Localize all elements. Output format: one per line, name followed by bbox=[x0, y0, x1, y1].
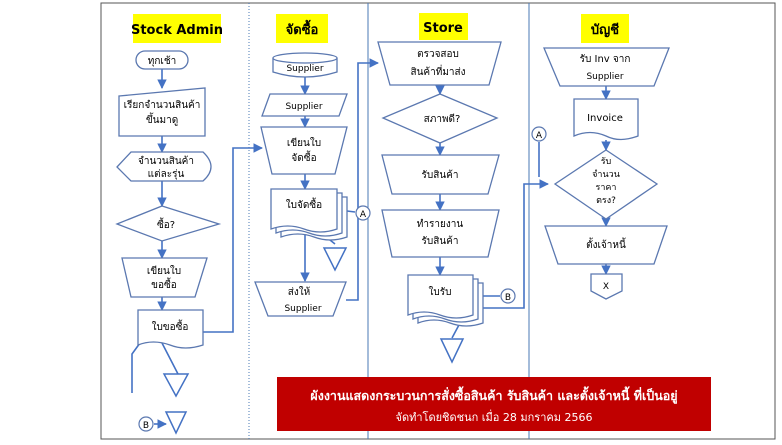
svg-text:Invoice: Invoice bbox=[587, 113, 623, 124]
decision-good-condition: สภาพดี? bbox=[381, 93, 499, 144]
connector-b-offpage: B bbox=[500, 288, 516, 304]
document-invoice: Invoice bbox=[573, 98, 639, 141]
display-stock-per-model: จำนวนสินค้า แต่ละรุ่น bbox=[116, 151, 212, 182]
banner-title: ผังงานแสดงกระบวนการสั่งซื้อสินค้า รับสิน… bbox=[310, 386, 677, 404]
svg-text:สภาพดี?: สภาพดี? bbox=[424, 113, 461, 125]
svg-text:B: B bbox=[143, 421, 149, 431]
title-banner: ผังงานแสดงกระบวนการสั่งซื้อสินค้า รับสิน… bbox=[277, 377, 711, 431]
data-supplier: Supplier bbox=[261, 93, 348, 117]
svg-text:รับ: รับ bbox=[601, 157, 612, 167]
svg-text:จำนวนสินค้า: จำนวนสินค้า bbox=[138, 155, 194, 167]
svg-text:ใบขอซื้อ: ใบขอซื้อ bbox=[152, 319, 189, 333]
database-supplier: Supplier bbox=[272, 52, 338, 78]
manual-op-receive-invoice: รับ Inv จาก Supplier bbox=[543, 47, 670, 87]
lane-label-stock-admin: Stock Admin bbox=[131, 14, 223, 43]
file-storage-triangle bbox=[322, 247, 348, 272]
svg-text:จัดซื้อ: จัดซื้อ bbox=[291, 150, 316, 164]
svg-text:Supplier: Supplier bbox=[586, 72, 623, 82]
svg-text:ราคา: ราคา bbox=[596, 183, 617, 193]
connector-a-offpage: A bbox=[355, 205, 371, 221]
manual-op-write-po: เขียนใบ จัดซื้อ bbox=[260, 126, 348, 175]
file-storage-triangle bbox=[164, 411, 188, 435]
file-storage-triangle bbox=[439, 338, 465, 364]
svg-text:ขอซื้อ: ขอซื้อ bbox=[151, 277, 177, 291]
manual-op-receive-goods: รับสินค้า bbox=[381, 154, 500, 195]
svg-text:A: A bbox=[360, 210, 367, 220]
document-purchase-request: ใบขอซื้อ bbox=[137, 309, 204, 349]
multidocument-receipt: ใบรับ bbox=[407, 274, 484, 327]
svg-text:เรียกจำนวนสินค้า: เรียกจำนวนสินค้า bbox=[124, 99, 201, 111]
manual-op-check-goods: ตรวจสอบ สินค้าที่มาส่ง bbox=[377, 41, 502, 86]
svg-text:ซื้อ?: ซื้อ? bbox=[157, 217, 175, 231]
lane-title: บัญชี bbox=[591, 22, 619, 38]
svg-text:ทุกเช้า: ทุกเช้า bbox=[148, 55, 176, 67]
svg-text:ตรง?: ตรง? bbox=[596, 196, 616, 206]
end-offpage-connector: X bbox=[590, 273, 623, 300]
svg-text:รับสินค้า: รับสินค้า bbox=[422, 235, 459, 247]
multidocument-po: ใบจัดซื้อ bbox=[270, 188, 348, 241]
manual-input-retrieve-stock: เรียกจำนวนสินค้า ขึ้นมาดู bbox=[118, 87, 206, 137]
decision-buy: ซื้อ? bbox=[115, 205, 222, 242]
diagram-frame bbox=[100, 2, 776, 440]
svg-text:X: X bbox=[603, 282, 609, 292]
svg-text:ใบจัดซื้อ: ใบจัดซื้อ bbox=[286, 197, 322, 211]
svg-text:Supplier: Supplier bbox=[284, 304, 321, 314]
svg-text:รับ Inv จาก: รับ Inv จาก bbox=[580, 54, 631, 65]
manual-op-write-pr: เขียนใบ ขอซื้อ bbox=[121, 257, 208, 298]
svg-text:แต่ละรุ่น: แต่ละรุ่น bbox=[148, 169, 185, 180]
svg-text:จำนวน: จำนวน bbox=[592, 169, 620, 180]
svg-text:B: B bbox=[505, 293, 511, 303]
svg-text:ตั้งเจ้าหนี้: ตั้งเจ้าหนี้ bbox=[586, 237, 626, 251]
svg-text:ตรวจสอบ: ตรวจสอบ bbox=[417, 49, 459, 60]
svg-text:รับสินค้า: รับสินค้า bbox=[422, 169, 459, 181]
file-storage-triangle bbox=[162, 373, 190, 398]
lane-title: จัดซื้อ bbox=[286, 19, 319, 38]
lane-title: Store bbox=[423, 21, 463, 36]
svg-text:Supplier: Supplier bbox=[285, 102, 322, 112]
svg-text:ใบรับ: ใบรับ bbox=[429, 286, 452, 298]
manual-op-receiving-report: ทำรายงาน รับสินค้า bbox=[381, 209, 500, 258]
connector-a-onpage: A bbox=[531, 126, 547, 142]
lane-label-purchasing: จัดซื้อ bbox=[276, 14, 328, 43]
start-terminator: ทุกเช้า bbox=[135, 50, 189, 70]
svg-text:A: A bbox=[536, 131, 543, 141]
lane-label-store: Store bbox=[419, 13, 468, 40]
lane-label-accounting: บัญชี bbox=[581, 14, 629, 43]
lane-title: Stock Admin bbox=[131, 23, 223, 38]
svg-text:สินค้าที่มาส่ง: สินค้าที่มาส่ง bbox=[410, 64, 465, 78]
svg-text:ขึ้นมาดู: ขึ้นมาดู bbox=[146, 112, 178, 126]
svg-text:ทำรายงาน: ทำรายงาน bbox=[417, 219, 464, 230]
svg-text:เขียนใบ: เขียนใบ bbox=[287, 137, 321, 149]
svg-text:ส่งให้: ส่งให้ bbox=[288, 286, 310, 298]
connector-b-offpage: B bbox=[138, 416, 154, 432]
banner-subtitle: จัดทำโดยชิดชนก เมื่อ 28 มกราคม 2566 bbox=[396, 409, 593, 424]
svg-text:Supplier: Supplier bbox=[286, 64, 323, 74]
manual-input-send-supplier: ส่งให้ Supplier bbox=[254, 281, 347, 317]
decision-quantity-price-match: รับ จำนวน ราคา ตรง? bbox=[553, 149, 659, 220]
manual-op-set-payable: ตั้งเจ้าหนี้ bbox=[544, 225, 668, 265]
svg-text:เขียนใบ: เขียนใบ bbox=[147, 265, 181, 277]
